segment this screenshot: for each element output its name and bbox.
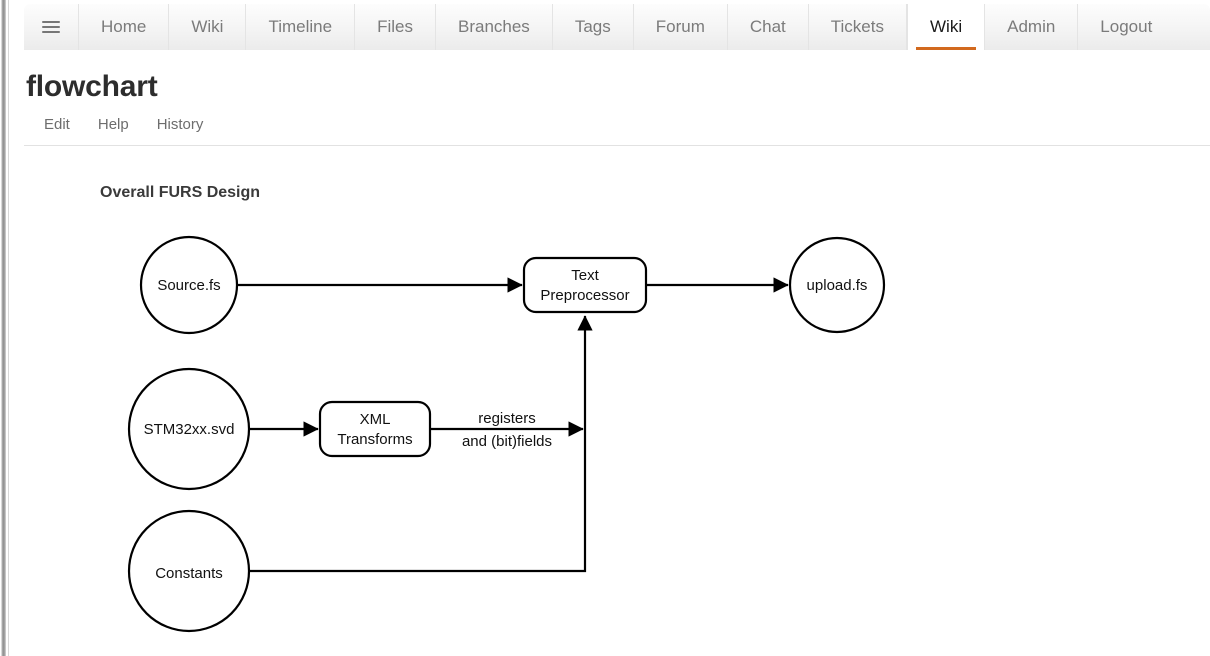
nav-label: Tickets (830, 17, 884, 36)
node-label-preprocessor-line1: Text (571, 267, 599, 284)
nav-label: Forum (655, 17, 705, 36)
nav-label: Admin (1007, 17, 1056, 36)
nav-item-tags[interactable]: Tags (553, 4, 634, 50)
hamburger-menu-button[interactable] (24, 4, 79, 50)
node-label-upload-fs: upload.fs (807, 277, 868, 294)
submenu-item-edit[interactable]: Edit (44, 116, 70, 133)
edge-label-registers-line1: registers (478, 410, 536, 427)
node-label-xml-line2: Transforms (337, 431, 412, 448)
node-label-source-fs: Source.fs (157, 277, 220, 294)
scrollbar-thumb[interactable] (1, 0, 6, 656)
nav-label: Chat (749, 17, 786, 36)
node-label-xml-line1: XML (360, 411, 391, 428)
flowchart-diagram: Source.fs Text Preprocessor upload.fs ST… (127, 235, 886, 633)
nav-item-wiki[interactable]: Wiki (169, 4, 247, 50)
edge-label-registers-line2: and (bit)fields (462, 433, 552, 450)
nav-item-forum[interactable]: Forum (634, 4, 728, 50)
page-title: flowchart (26, 70, 158, 103)
left-scroll-rail[interactable] (0, 0, 9, 656)
nav-item-branches[interactable]: Branches (436, 4, 553, 50)
node-label-preprocessor-line2: Preprocessor (540, 287, 629, 304)
node-source-fs[interactable] (139, 235, 239, 335)
submenu-item-help[interactable]: Help (97, 116, 129, 133)
edge-constants-to-preprocessor (249, 315, 593, 573)
submenu-item-history[interactable]: History (156, 116, 204, 133)
nav-label: Tags (574, 17, 611, 36)
nav-item-chat[interactable]: Chat (728, 4, 809, 50)
nav-label: Home (101, 17, 147, 36)
header-divider (24, 145, 1210, 146)
node-label-stm32xx-svd: STM32xx.svd (144, 421, 235, 438)
nav-item-admin[interactable]: Admin (985, 4, 1079, 50)
node-xml-transforms[interactable] (318, 400, 432, 458)
nav-item-wiki-active[interactable]: Wiki (907, 4, 986, 50)
nav-label: Timeline (268, 17, 333, 36)
nav-label: Files (377, 17, 413, 36)
nav-item-logout[interactable]: Logout (1078, 4, 1174, 50)
node-upload-fs[interactable] (788, 236, 886, 334)
node-stm32xx-svd[interactable] (127, 367, 251, 491)
main-navigation-bar: Home Wiki Timeline Files Branches Tags F… (24, 4, 1210, 50)
nav-label: Branches (457, 17, 530, 36)
node-text-preprocessor[interactable] (522, 256, 648, 314)
nav-item-tickets[interactable]: Tickets (809, 4, 907, 50)
node-constants[interactable] (127, 509, 251, 633)
hamburger-icon (42, 18, 60, 36)
nav-item-timeline[interactable]: Timeline (246, 4, 356, 50)
node-label-constants: Constants (155, 565, 223, 582)
nav-label: Wiki (191, 17, 224, 36)
nav-item-files[interactable]: Files (355, 4, 436, 50)
section-heading: Overall FURS Design (100, 184, 261, 201)
nav-item-home[interactable]: Home (79, 4, 170, 50)
nav-label: Wiki (930, 17, 963, 36)
page-submenu: Edit Help History (44, 116, 203, 133)
nav-label: Logout (1100, 17, 1153, 36)
